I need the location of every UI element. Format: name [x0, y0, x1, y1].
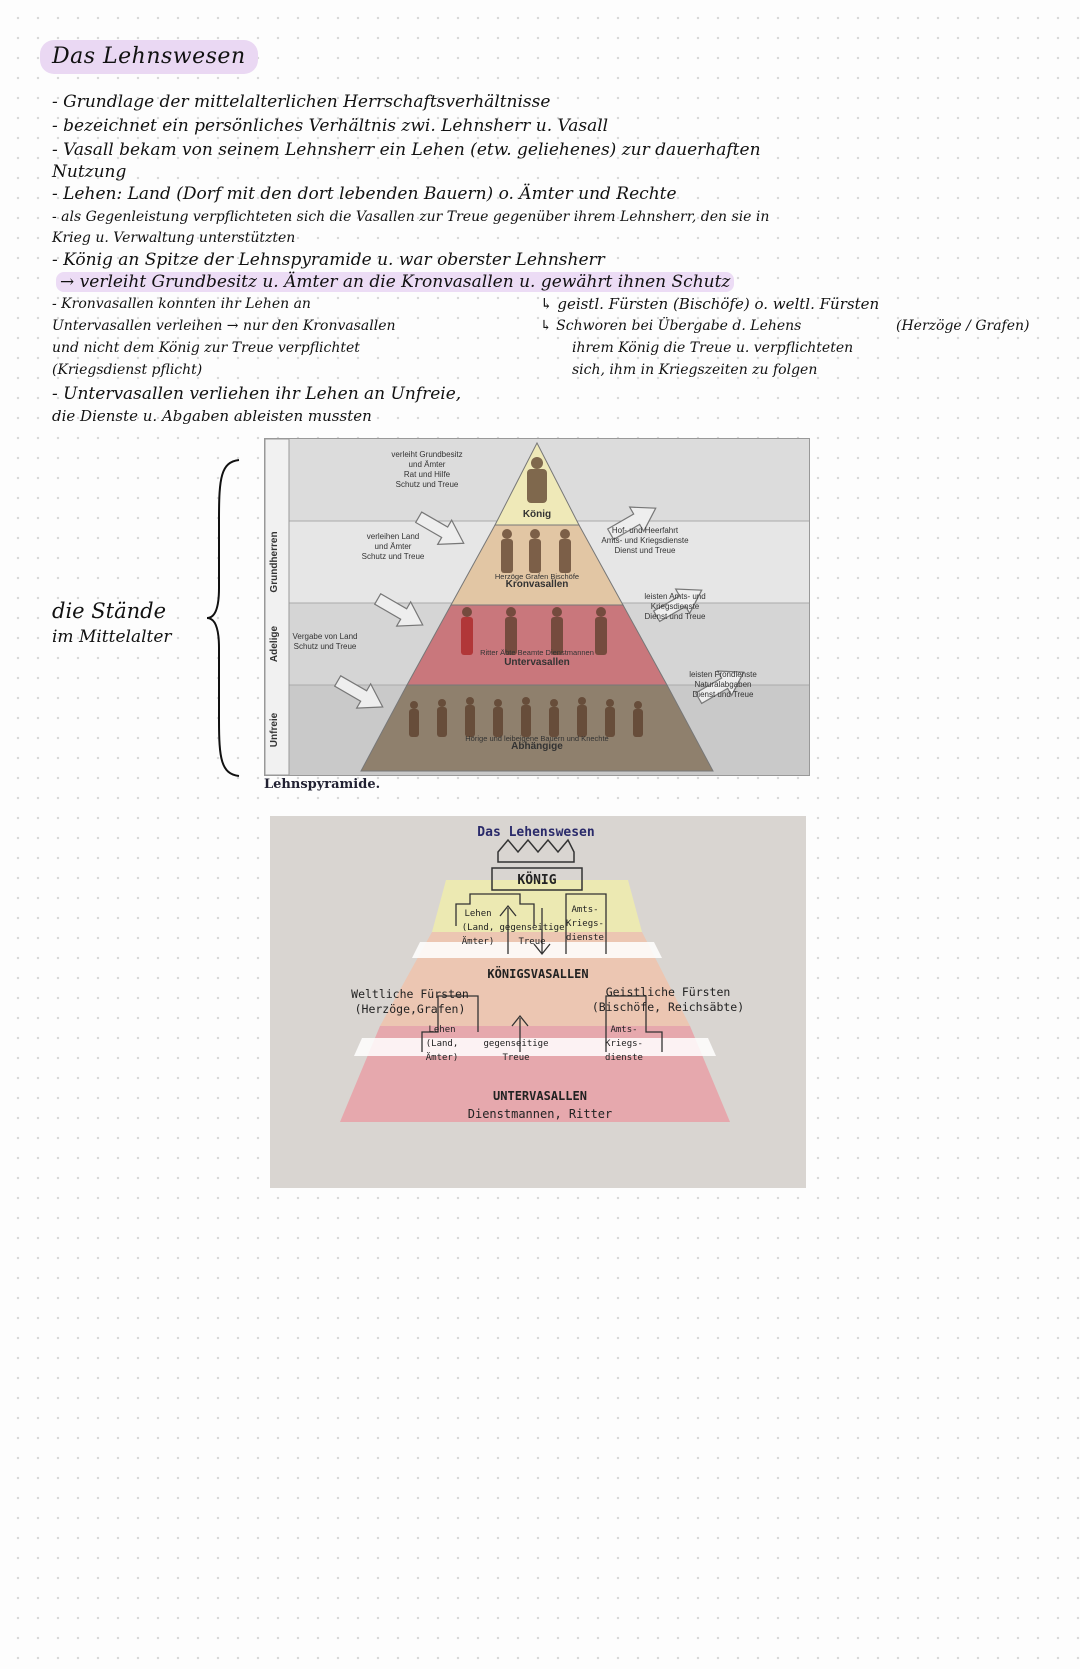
right-label: Dienst und Treue [693, 690, 754, 699]
note-line: Untervasallen verleihen → nur den Kronva… [52, 318, 396, 334]
top-treue-label: Treue [518, 937, 545, 947]
left-label: Schutz und Treue [396, 480, 459, 489]
left-label: Schutz und Treue [294, 642, 357, 651]
note-line: (Kriegsdienst pflicht) [52, 362, 203, 378]
note-line: - Grundlage der mittelalterlichen Herrsc… [52, 92, 551, 112]
exchange-arrows [421, 893, 663, 1052]
note-line-highlighted: → verleiht Grundbesitz u. Ämter an die K… [56, 272, 735, 292]
level-name: Untervasallen [504, 657, 570, 668]
tier-abhaengige [360, 684, 714, 772]
left-label: und Ämter [409, 460, 446, 469]
level-name: Kronvasallen [506, 579, 569, 590]
note-right-line: sich, ihm in Kriegszeiten zu folgen [572, 362, 818, 378]
right-label: Naturalabgaben [695, 680, 752, 689]
note-line: - Lehen: Land (Dorf mit den dort lebende… [52, 184, 677, 204]
mid-dienste-label: Kriegs- [605, 1039, 643, 1049]
left-label: Vergabe von Land [293, 632, 358, 641]
note-line: - Untervasallen verliehen ihr Lehen an U… [52, 384, 462, 404]
note-line: und nicht dem König zur Treue verpflicht… [52, 340, 360, 356]
note-line: die Dienste u. Abgaben ableisten mussten [52, 407, 372, 425]
level-sublabel: Hörige und leibeigene Bauern und Knechte [465, 734, 608, 743]
king-label: KÖNIG [517, 872, 556, 888]
note-right-line: (Herzöge / Grafen) [896, 318, 1030, 334]
top-dienste-label: dienste [566, 933, 604, 943]
left-label: Rat und Hilfe [404, 470, 451, 479]
untervasallen-label: UNTERVASALLEN [493, 1089, 587, 1103]
side-label: Grundherren [269, 531, 280, 592]
top-treue-label: gegenseitige [499, 923, 564, 933]
top-dienste-label: Amts- [571, 905, 598, 915]
mid-lehen-label: (Land, [426, 1039, 459, 1049]
arrow-icons [333, 506, 745, 709]
left-label: verleihen Land [367, 532, 419, 541]
note-right-line: ↳ geistl. Fürsten (Bischöfe) o. weltl. F… [540, 295, 880, 313]
page-title: Das Lehnswesen [40, 40, 258, 74]
crown-icon [497, 838, 575, 863]
geistliche-label: (Bischöfe, Reichsäbte) [592, 1000, 744, 1014]
note-line: Krieg u. Verwaltung unterstützten [52, 230, 296, 246]
diagram-title: Das Lehenswesen [477, 825, 594, 840]
right-label: Amts- und Kriegsdienste [601, 536, 689, 545]
right-label: leisten Amts- und [644, 592, 705, 601]
staende-annotation: die Stände im Mittelalter [52, 598, 172, 650]
level-sublabel: Herzöge Grafen Bischöfe [495, 572, 579, 581]
side-label: Unfreie [269, 712, 280, 747]
koenigsvasallen-label: KÖNIGSVASALLEN [487, 966, 588, 981]
top-dienste-label: Kriegs- [566, 919, 604, 929]
right-label: Kriegsdienste [651, 602, 700, 611]
note-line: - Vasall bekam von seinem Lehnsherr ein … [52, 140, 761, 160]
note-right-line: ihrem König die Treue u. verpflichteten [572, 340, 854, 356]
tier-untervasallen [406, 604, 668, 686]
note-line: Nutzung [52, 162, 127, 182]
level-sublabel: Ritter Äbte Beamte Dienstmannen [480, 648, 594, 657]
figure-illustrations [409, 457, 643, 737]
right-label: Dienst und Treue [615, 546, 676, 555]
untervasallen-sub: Dienstmannen, Ritter [468, 1107, 613, 1121]
top-lehen-label: Lehen [464, 909, 491, 919]
mid-treue-label: Treue [502, 1053, 529, 1063]
figure-caption: Lehnspyramide. [264, 777, 381, 792]
mid-lehen-label: Lehen [428, 1025, 455, 1035]
curly-brace-icon [206, 459, 240, 777]
right-label: Dienst und Treue [645, 612, 706, 621]
mid-dienste-label: dienste [605, 1053, 643, 1063]
mid-lehen-label: Ämter) [426, 1052, 459, 1063]
annotation-line: im Mittelalter [52, 627, 172, 647]
level-name: König [523, 509, 551, 520]
right-label: leisten Frondienste [689, 670, 757, 679]
level-name: Abhängige [511, 741, 563, 752]
side-label: Adelige [269, 626, 280, 663]
mid-treue-label: gegenseitige [483, 1039, 548, 1049]
top-lehen-label: (Land, [462, 923, 495, 933]
layer-koenig [432, 880, 642, 932]
note-right-line: ↳ Schworen bei Übergabe d. Lehens [540, 318, 802, 334]
left-label: Schutz und Treue [362, 552, 425, 561]
note-line: - König an Spitze der Lehnspyramide u. w… [52, 250, 605, 270]
mid-dienste-label: Amts- [610, 1025, 637, 1035]
note-line: - als Gegenleistung verpflichteten sich … [52, 209, 770, 225]
left-label: verleiht Grundbesitz [391, 450, 462, 459]
note-line: - bezeichnet ein persönliches Verhältnis… [52, 116, 609, 136]
right-label: Hof- und Heerfahrt [612, 526, 679, 535]
geistliche-label: Geistliche Fürsten [606, 985, 731, 999]
weltliche-label: Weltliche Fürsten [351, 987, 469, 1001]
weltliche-label: (Herzöge,Grafen) [355, 1002, 466, 1016]
top-lehen-label: Ämter) [462, 936, 495, 947]
left-label: und Ämter [375, 542, 412, 551]
note-line: - Kronvasallen konnten ihr Lehen an [52, 296, 311, 312]
annotation-line: die Stände [52, 599, 167, 623]
